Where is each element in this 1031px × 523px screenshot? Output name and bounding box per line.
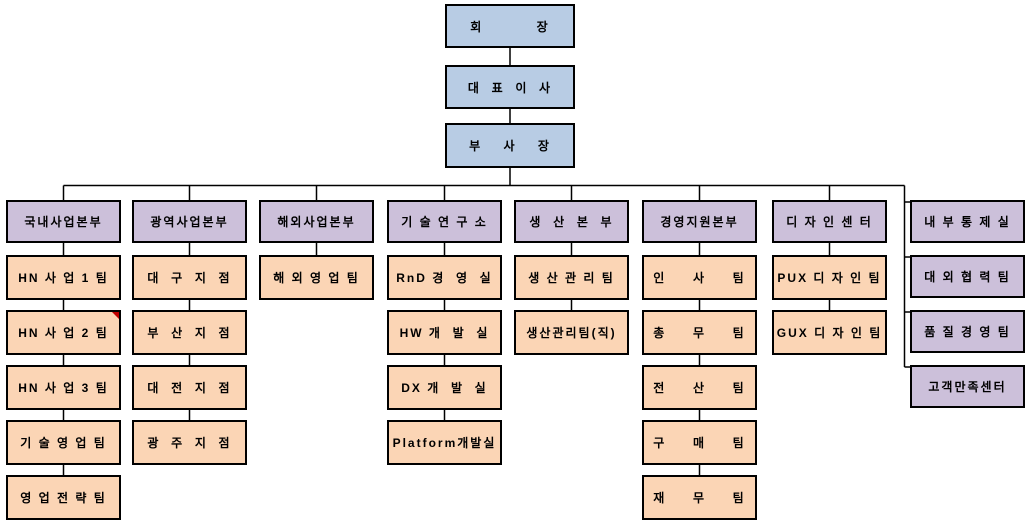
division-production-hq: 생 산 본 부 <box>514 200 629 243</box>
team-tech-sales: 기 술 영 업 팀 <box>6 420 121 465</box>
team-daegu-branch: 대 구 지 점 <box>132 255 247 300</box>
team-finance: 재 무 팀 <box>642 475 757 520</box>
division-domestic-business-hq: 국내사업본부 <box>6 200 121 243</box>
team-customer-satisfaction-center: 고객만족센터 <box>910 365 1025 408</box>
team-busan-branch: 부 산 지 점 <box>132 310 247 355</box>
division-management-support-hq: 경영지원본부 <box>642 200 757 243</box>
chairman-box: 회 장 <box>445 4 575 48</box>
team-gux-design: GUX 디 자 인 팀 <box>772 310 887 355</box>
team-quality-management: 품 질 경 영 팀 <box>910 310 1025 353</box>
team-general-affairs: 총 무 팀 <box>642 310 757 355</box>
division-technology-research-center: 기 술 연 구 소 <box>387 200 502 243</box>
team-it: 전 산 팀 <box>642 365 757 410</box>
team-pux-design: PUX 디 자 인 팀 <box>772 255 887 300</box>
team-sales-strategy: 영 업 전 략 팀 <box>6 475 121 520</box>
vice-president-box: 부 사 장 <box>445 123 575 168</box>
team-purchasing: 구 매 팀 <box>642 420 757 465</box>
team-daejeon-branch: 대 전 지 점 <box>132 365 247 410</box>
team-label: HN 사 업 2 팀 <box>18 326 109 340</box>
team-production-management-direct: 생산관리팀(직) <box>514 310 629 355</box>
team-external-cooperation: 대 외 협 력 팀 <box>910 255 1025 298</box>
team-platform-development: Platform개발실 <box>387 420 502 465</box>
team-rnd-management: RnD 경 영 실 <box>387 255 502 300</box>
team-hr: 인 사 팀 <box>642 255 757 300</box>
team-hw-development: HW 개 발 실 <box>387 310 502 355</box>
team-hn-sales-1: HN 사 업 1 팀 <box>6 255 121 300</box>
team-gwangju-branch: 광 주 지 점 <box>132 420 247 465</box>
team-dx-development: DX 개 발 실 <box>387 365 502 410</box>
team-hn-sales-3: HN 사 업 3 팀 <box>6 365 121 410</box>
division-internal-control-office: 내 부 통 제 실 <box>910 200 1025 243</box>
division-regional-business-hq: 광역사업본부 <box>132 200 247 243</box>
ceo-box: 대 표 이 사 <box>445 65 575 109</box>
division-design-center: 디 자 인 센 터 <box>772 200 887 243</box>
team-hn-sales-2: HN 사 업 2 팀 <box>6 310 121 355</box>
division-overseas-business-hq: 해외사업본부 <box>259 200 374 243</box>
team-overseas-sales: 해 외 영 업 팀 <box>259 255 374 300</box>
team-production-management: 생 산 관 리 팀 <box>514 255 629 300</box>
comment-indicator-icon <box>112 312 119 319</box>
